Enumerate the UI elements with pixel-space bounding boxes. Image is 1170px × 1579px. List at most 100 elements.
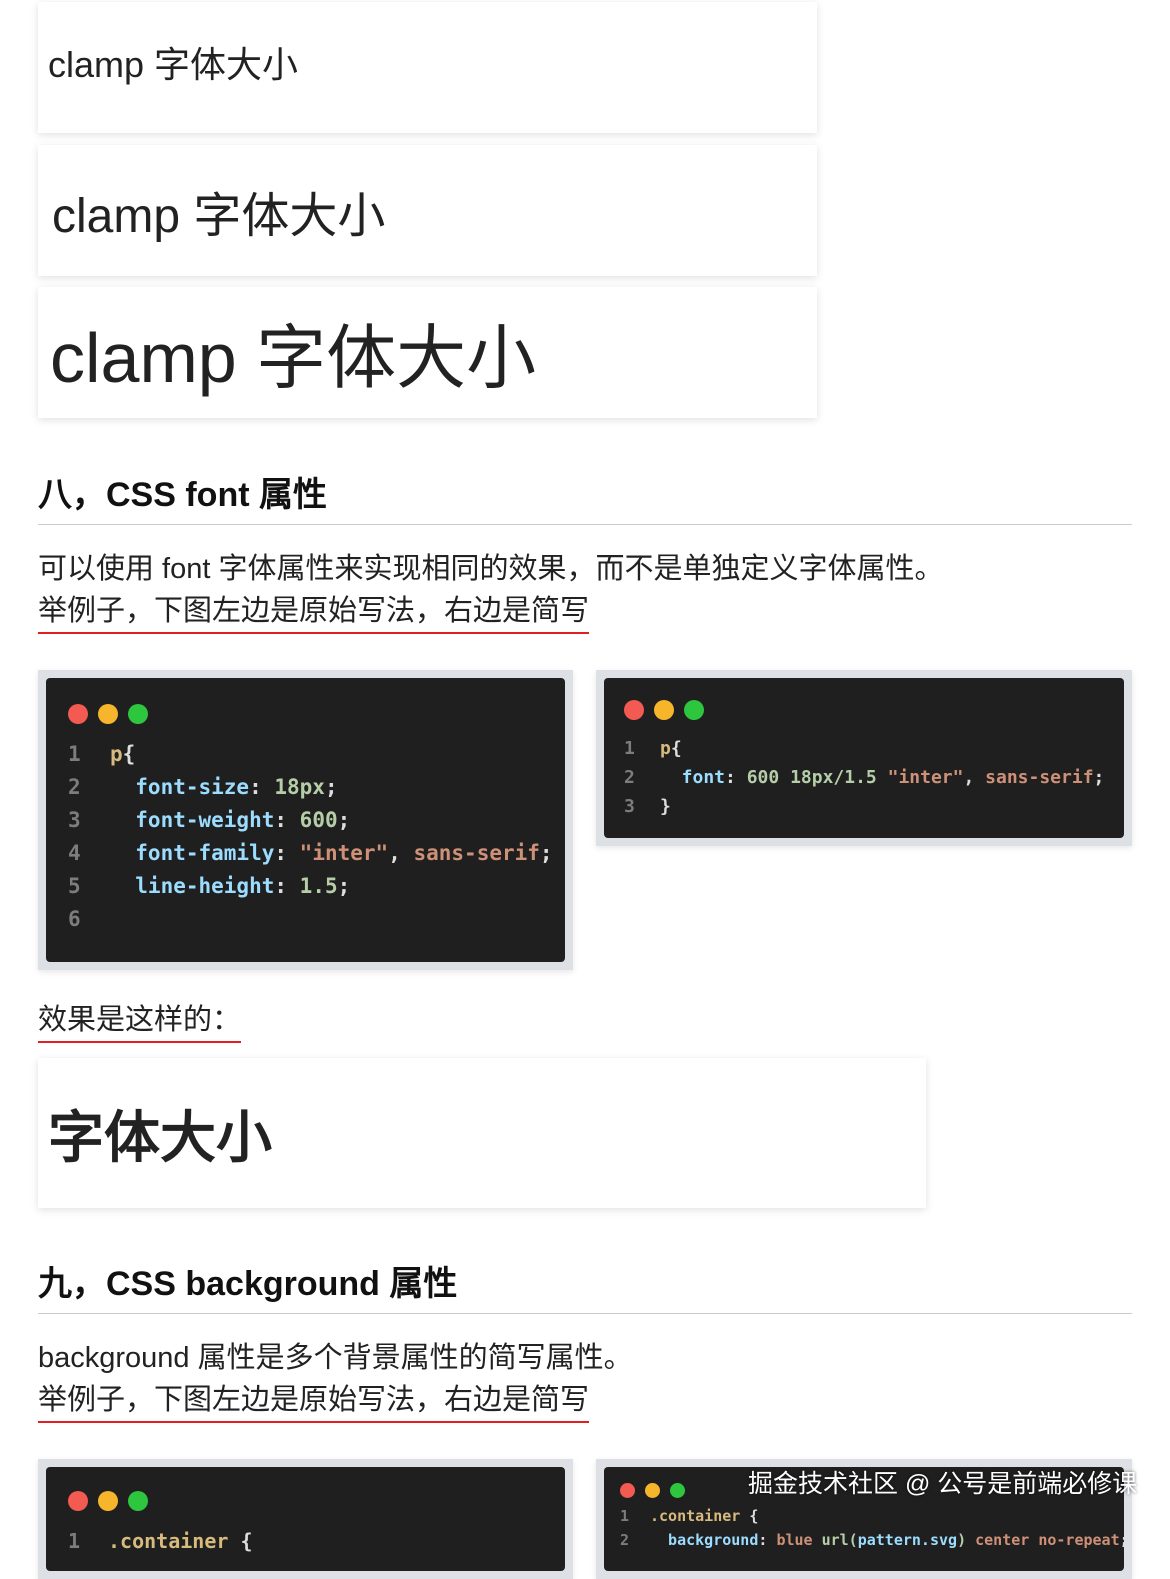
code-token: : [725, 767, 747, 788]
code-bg-short: 1 .container {2 background: blue url(patt… [596, 1459, 1132, 1579]
code-token: , [388, 841, 414, 865]
demo-text: clamp 字体大小 [48, 44, 299, 85]
code-token: , [963, 767, 986, 788]
clamp-demo-large: clamp 字体大小 [38, 287, 817, 418]
code-token: { [740, 1507, 759, 1525]
code-bg-long: 1 .container { [38, 1459, 573, 1579]
code-token: { [122, 742, 136, 766]
code-token: font-size [110, 775, 250, 799]
code-line: 1 .container { [68, 1525, 543, 1558]
code-token: : [274, 808, 300, 832]
code-line: 2 background: blue url(pattern.svg) cent… [620, 1528, 1129, 1552]
section-9-example: 举例子，下图左边是原始写法，右边是简写 [38, 1376, 590, 1423]
dot-green-icon [670, 1483, 685, 1498]
clamp-demo-small: clamp 字体大小 [38, 2, 817, 133]
code-token: : [758, 1531, 777, 1549]
code-token: "inter" [299, 841, 389, 865]
demo-text: clamp 字体大小 [50, 319, 537, 397]
dot-green-icon [128, 1491, 148, 1511]
window-controls [68, 704, 543, 724]
code-line: 2 font-size: 18px; [68, 771, 543, 804]
font-result-demo: 字体大小 [38, 1058, 926, 1208]
code-token: { [670, 738, 682, 759]
code-token: ; [1119, 1531, 1129, 1549]
dot-green-icon [128, 704, 148, 724]
code-token: background [650, 1531, 759, 1549]
code-token: sans-serif [413, 841, 540, 865]
code-line: 1 p{ [68, 738, 543, 771]
result-label: 效果是这样的： [38, 996, 242, 1043]
dot-red-icon [620, 1483, 635, 1498]
code-token: font-weight [110, 808, 275, 832]
code-token: ; [1093, 767, 1105, 788]
line-number: 6 [68, 907, 81, 931]
code-token: } [660, 796, 671, 817]
section-9-heading: 九，CSS background 属性 [38, 1256, 1132, 1314]
line-number: 3 [624, 796, 635, 817]
dot-red-icon [68, 704, 88, 724]
line-number: 2 [68, 775, 81, 799]
dot-yellow-icon [98, 1491, 118, 1511]
window-controls [620, 1483, 1108, 1498]
dot-green-icon [684, 700, 704, 720]
code-token: font [660, 767, 726, 788]
code-line: 3 font-weight: 600; [68, 804, 543, 837]
code-token: 600 18px/1.5 [746, 767, 888, 788]
code-token: sans-serif [985, 767, 1094, 788]
code-line: 6 [68, 903, 543, 936]
code-font-short: 1 p{2 font: 600 18px/1.5 "inter", sans-se… [596, 670, 1132, 846]
code-line: 2 font: 600 18px/1.5 "inter", sans-serif… [624, 763, 1104, 792]
code-token: ; [539, 841, 553, 865]
code-line: 4 font-family: "inter", sans-serif; [68, 837, 553, 870]
dot-red-icon [68, 1491, 88, 1511]
dot-yellow-icon [98, 704, 118, 724]
code-token: center no-repeat [966, 1531, 1120, 1549]
dot-red-icon [624, 700, 644, 720]
code-token: : [274, 874, 300, 898]
code-token: p [660, 738, 671, 759]
demo-text: clamp 字体大小 [52, 189, 386, 243]
code-token: font-family [110, 841, 275, 865]
code-line: 5 line-height: 1.5; [68, 870, 543, 903]
window-controls [624, 700, 1104, 720]
window-controls [68, 1491, 543, 1511]
code-token: url( [821, 1531, 858, 1549]
code-token: 18px [274, 775, 325, 799]
line-number: 4 [68, 841, 81, 865]
code-line: 1 .container { [620, 1504, 1108, 1528]
line-number: 1 [624, 738, 635, 759]
clamp-demo-medium: clamp 字体大小 [38, 145, 817, 276]
code-token: blue [776, 1531, 822, 1549]
section-8-desc: 可以使用 font 字体属性来实现相同的效果，而不是单独定义字体属性。 [38, 553, 944, 585]
line-number: 1 [68, 1529, 81, 1553]
line-number: 1 [620, 1507, 630, 1525]
code-line: 1 p{ [624, 734, 1104, 763]
code-token: line-height [110, 874, 275, 898]
line-number: 3 [68, 808, 81, 832]
code-token: ; [324, 775, 338, 799]
dot-yellow-icon [654, 700, 674, 720]
section-8-example: 举例子，下图左边是原始写法，右边是简写 [38, 587, 590, 634]
code-token: { [228, 1529, 253, 1553]
section-9-desc: background 属性是多个背景属性的简写属性。 [38, 1342, 633, 1374]
code-token: ) [957, 1531, 967, 1549]
code-token: p [110, 742, 123, 766]
code-token: ; [337, 874, 351, 898]
code-token: : [249, 775, 275, 799]
code-token: : [274, 841, 300, 865]
code-token: 1.5 [299, 874, 338, 898]
line-number: 2 [624, 767, 635, 788]
code-token: .container [650, 1507, 741, 1525]
code-token: ; [337, 808, 351, 832]
line-number: 1 [68, 742, 81, 766]
code-token: "inter" [887, 767, 964, 788]
dot-yellow-icon [645, 1483, 660, 1498]
code-line: 3} [624, 792, 1104, 821]
section-8-heading: 八，CSS font 属性 [38, 467, 1132, 525]
watermark: 掘金技术社区 @ 公号是前端必修课 [748, 1470, 1138, 1498]
code-token: .container [108, 1529, 229, 1553]
line-number: 2 [620, 1531, 630, 1549]
line-number: 5 [68, 874, 81, 898]
code-token: 600 [299, 808, 338, 832]
